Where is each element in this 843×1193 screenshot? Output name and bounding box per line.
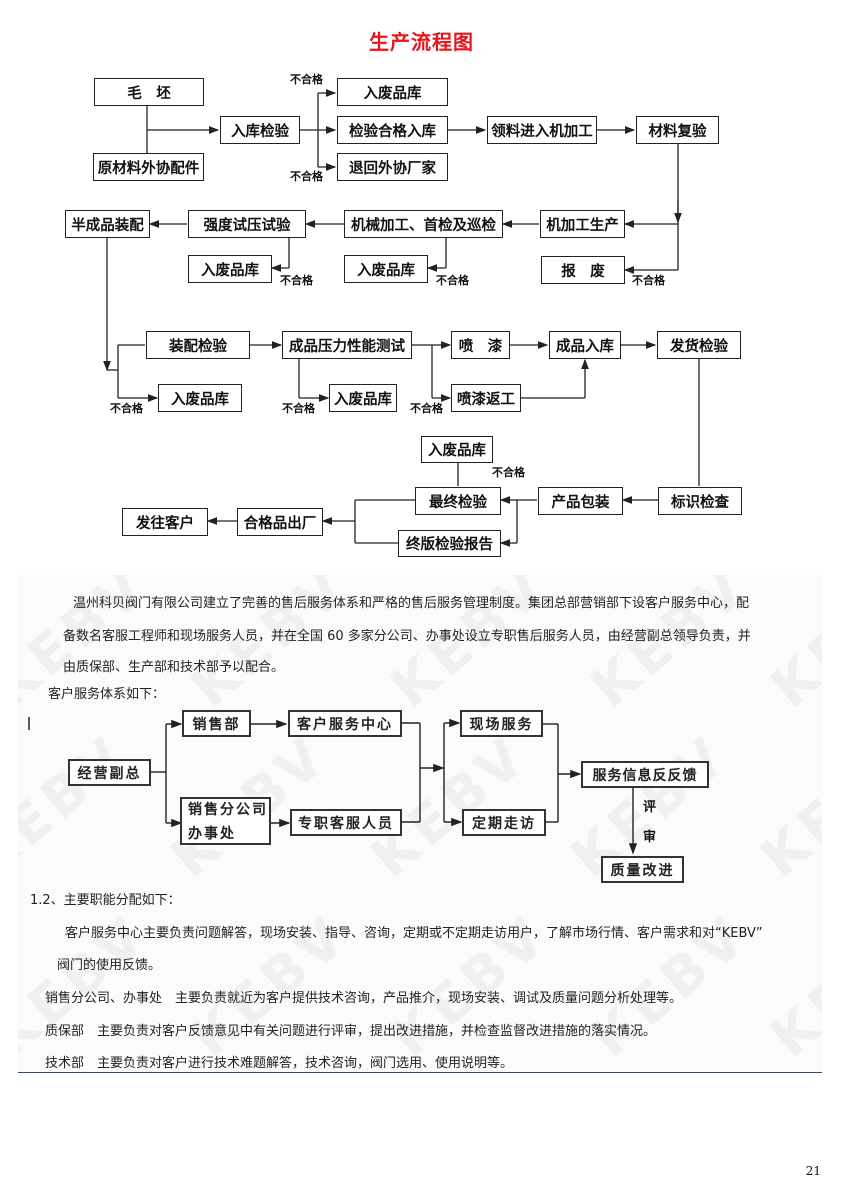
svc-node-onsite-service: 现场服务 (460, 710, 543, 737)
production-flow-connectors (103, 89, 700, 547)
intro-line-3: 由质保部、生产部和技术部予以配合。 (63, 660, 285, 675)
node-assembly-inspection: 装配检验 (146, 331, 250, 359)
node-pass-store: 检验合格入库 (337, 116, 448, 144)
node-painting: 喷 漆 (451, 331, 510, 359)
page-number: 21 (805, 1164, 821, 1178)
node-machining-production: 机加工生产 (540, 210, 625, 238)
duty-line-1: 客户服务中心主要负责问题解答，现场安装、指导、咨询，定期或不定期走访用户，了解市… (65, 926, 763, 941)
node-scrap-store-4: 入废品库 (158, 384, 242, 412)
svc-node-feedback: 服务信息反反馈 (581, 761, 709, 788)
watermark: KEBV (749, 723, 822, 889)
node-strength-test: 强度试压试验 (188, 210, 306, 238)
watermark: KEBV (359, 723, 540, 889)
node-raw-parts: 原材料外协配件 (93, 153, 204, 181)
fail-label: 不合格 (410, 402, 443, 415)
node-packaging: 产品包装 (538, 487, 623, 515)
node-scrap-store-1: 入废品库 (337, 78, 448, 106)
watermark: KEBV (759, 575, 822, 720)
page-title: 生产流程图 (369, 30, 474, 54)
intro-line-1: 温州科贝阀门有限公司建立了完善的售后服务体系和严格的售后服务管理制度。集团总部营… (73, 596, 750, 611)
node-machining-inspection: 机械加工、首检及巡检 (344, 210, 503, 238)
review-label-1: 评 (643, 800, 657, 815)
watermark: KEBV (18, 723, 140, 889)
intro-line-2: 备数名客服工程师和现场服务人员，并在全国 60 多家分公司、办事处设立专职售后服… (63, 629, 751, 644)
fail-label: 不合格 (280, 274, 313, 287)
node-scrap-store-6: 入废品库 (421, 436, 493, 463)
svc-node-vp: 经营副总 (68, 759, 151, 786)
svc-node-sales-dept: 销售部 (182, 710, 251, 737)
fail-label: 不合格 (492, 466, 525, 479)
node-scrap-store-2: 入废品库 (344, 255, 428, 283)
node-finished-store: 成品入库 (549, 331, 621, 359)
node-scrap: 报 废 (541, 256, 625, 284)
svc-node-dedicated-staff: 专职客服人员 (290, 809, 402, 836)
fail-label: 不合格 (632, 274, 665, 287)
node-repaint: 喷漆返工 (451, 384, 521, 412)
svc-node-regular-visit: 定期走访 (462, 809, 546, 836)
fail-label: 不合格 (290, 170, 323, 183)
duty-line-2: 阀门的使用反馈。 (57, 958, 162, 973)
node-semi-assembly: 半成品装配 (65, 210, 150, 238)
node-feed-machining: 领料进入机加工 (487, 116, 597, 144)
node-qualified-out: 合格品出厂 (237, 508, 323, 536)
fail-label: 不合格 (290, 73, 323, 86)
node-final-report: 终版检验报告 (398, 530, 501, 557)
node-ship-customer: 发往客户 (122, 508, 208, 536)
duty-line-3: 销售分公司、办事处 主要负责就近为客户提供技术咨询，产品推介，现场安装、调试及质… (45, 991, 683, 1006)
svc-node-branch: 销售分公司 办事处 (180, 797, 271, 845)
fail-label: 不合格 (110, 402, 143, 415)
node-return-supplier: 退回外协厂家 (337, 153, 448, 181)
svc-node-branch-line2: 办事处 (188, 826, 236, 842)
node-shipping-inspection: 发货检验 (657, 331, 741, 359)
node-scrap-store-5: 入废品库 (329, 384, 397, 412)
service-section: KEBV KEBV KEBV KEBV KEBV KEBV KEBV KEBV … (18, 575, 822, 1073)
system-heading: 客户服务体系如下： (48, 687, 166, 702)
duty-line-4: 质保部 主要负责对客户反馈意见中有关问题进行评审，提出改进措施，并检查监督改进措… (45, 1024, 657, 1039)
node-final-inspection: 最终检验 (415, 487, 501, 515)
svc-node-branch-line1: 销售分公司 (188, 802, 268, 818)
fail-label: 不合格 (436, 274, 469, 287)
node-scrap-store-3: 入废品库 (188, 255, 272, 283)
node-pressure-test: 成品压力性能测试 (282, 331, 412, 359)
fail-label: 不合格 (282, 402, 315, 415)
svc-node-quality-improve: 质量改进 (601, 856, 684, 883)
node-blank: 毛 坯 (94, 78, 204, 106)
watermark: KEBV (759, 903, 822, 1069)
duties-heading: 1.2、主要职能分配如下： (30, 893, 181, 908)
node-material-recheck: 材料复验 (636, 116, 719, 144)
svc-node-service-center: 客户服务中心 (288, 710, 402, 737)
review-label-2: 审 (643, 830, 657, 845)
node-incoming-inspection: 入库检验 (220, 116, 300, 144)
duty-line-5: 技术部 主要负责对客户进行技术难题解答，技术咨询，阀门选用、使用说明等。 (45, 1056, 514, 1071)
node-label-check: 标识检查 (658, 487, 742, 515)
